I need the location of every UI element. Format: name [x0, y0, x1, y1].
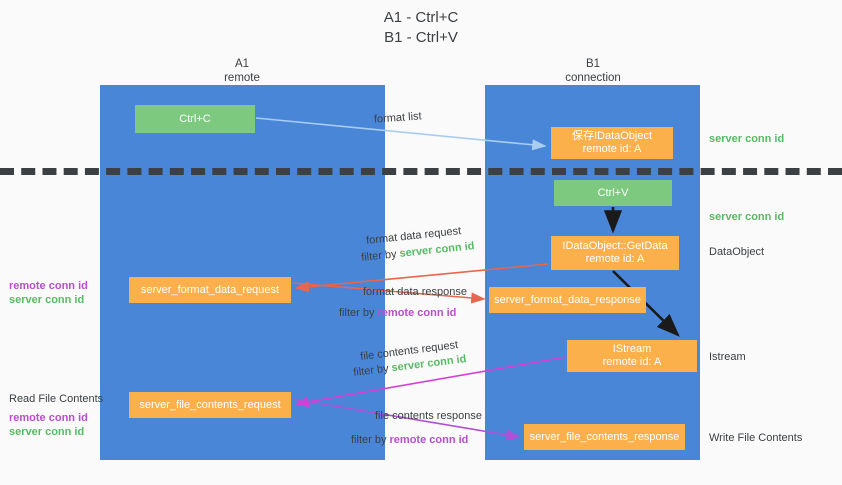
label-server-conn-id-left-1: server conn id: [9, 294, 85, 306]
column-header-b1: B1 connection: [493, 57, 693, 85]
node-getdata-sub: remote id: A: [585, 253, 645, 265]
annotation-filter-by-3: filter by: [352, 362, 390, 379]
node-ctrl-v-label: Ctrl+V: [597, 186, 629, 199]
annotation-remote-conn-id-2: remote conn id: [389, 434, 469, 446]
annotation-filter-by-1: filter by: [360, 248, 398, 264]
title-line-1: A1 - Ctrl+C: [383, 9, 459, 26]
node-server-file-contents-response-label: server_file_contents_response: [529, 430, 680, 443]
column-a1-subtitle: remote: [224, 72, 260, 84]
node-server-file-contents-response[interactable]: server_file_contents_response: [524, 424, 685, 450]
annotation-format-list: format list: [373, 110, 423, 126]
node-save-idataobject-sub: remote id: A: [582, 143, 642, 155]
page-title: A1 - Ctrl+C B1 - Ctrl+V: [0, 8, 842, 48]
node-server-file-contents-request[interactable]: server_file_contents_request: [129, 392, 291, 418]
node-istream[interactable]: IStream remote id: A: [567, 340, 697, 372]
node-server-format-data-response[interactable]: server_format_data_response: [489, 287, 646, 313]
column-a1-name: A1: [234, 58, 250, 70]
column-b1-name: B1: [585, 58, 601, 70]
annotation-format-data-response: format data response: [363, 286, 467, 298]
node-ctrl-v[interactable]: Ctrl+V: [554, 180, 672, 206]
label-write-file-contents: Write File Contents: [709, 432, 803, 444]
node-save-idataobject-label: 保存IDataObject: [571, 130, 653, 142]
annotation-file-contents-response-filter: filter by remote conn id: [351, 433, 468, 448]
label-left-conn-group-2: remote conn id server conn id: [9, 411, 88, 439]
label-remote-conn-id-2: remote conn id: [9, 412, 88, 424]
node-getdata[interactable]: IDataObject::GetData remote id: A: [551, 236, 679, 270]
label-read-file-contents: Read File Contents: [9, 393, 104, 405]
node-save-idataobject[interactable]: 保存IDataObject remote id: A: [551, 127, 673, 159]
column-header-a1: A1 remote: [142, 57, 342, 85]
label-left-conn-group-1: remote conn id server conn id: [9, 279, 88, 307]
label-istream: Istream: [709, 351, 746, 363]
node-server-format-data-request[interactable]: server_format_data_request: [129, 277, 291, 303]
annotation-remote-conn-id-1: remote conn id: [377, 307, 457, 319]
annotation-file-contents-response: file contents response: [375, 410, 483, 422]
node-getdata-label: IDataObject::GetData: [562, 240, 668, 252]
label-remote-conn-id-1: remote conn id: [9, 280, 88, 292]
node-server-format-data-response-label: server_format_data_response: [494, 293, 641, 306]
annotation-filter-by-4: filter by: [351, 434, 387, 446]
node-ctrl-c[interactable]: Ctrl+C: [135, 105, 255, 133]
node-server-format-data-request-label: server_format_data_request: [140, 283, 280, 296]
label-server-conn-id-left-2: server conn id: [9, 426, 85, 438]
label-server-conn-id-top: server conn id: [709, 133, 785, 145]
title-line-2: B1 - Ctrl+V: [384, 29, 458, 46]
annotation-format-data-response-filter: filter by remote conn id: [339, 306, 456, 321]
node-istream-sub: remote id: A: [602, 356, 662, 368]
annotation-filter-by-2: filter by: [339, 307, 375, 319]
label-dataobject: DataObject: [709, 246, 765, 258]
node-server-file-contents-request-label: server_file_contents_request: [139, 398, 281, 411]
node-ctrl-c-label: Ctrl+C: [179, 112, 211, 125]
column-b1-subtitle: connection: [565, 72, 621, 84]
node-istream-label: IStream: [612, 343, 652, 355]
dashed-divider: [0, 168, 842, 175]
label-server-conn-id-second: server conn id: [709, 211, 785, 223]
